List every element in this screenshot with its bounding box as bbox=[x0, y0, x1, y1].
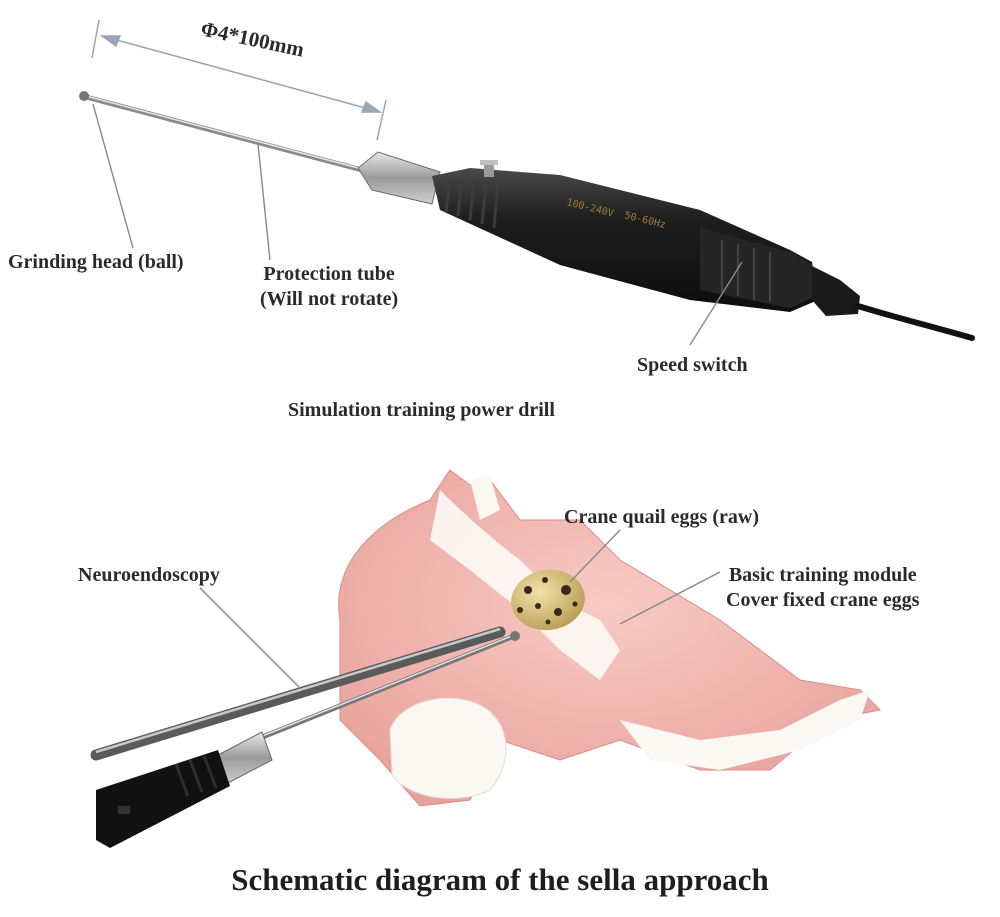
collet-nose bbox=[357, 151, 441, 205]
protection-tube-label: Protection tube (Will not rotate) bbox=[260, 262, 398, 312]
drill-leader-lines bbox=[92, 103, 743, 346]
dimension-arrow bbox=[91, 19, 387, 141]
quail-egg bbox=[511, 569, 585, 631]
grinding-ball bbox=[79, 91, 89, 101]
training-module-line2: Cover fixed crane eggs bbox=[726, 589, 920, 611]
protection-tube-rod bbox=[83, 94, 365, 173]
sella-model bbox=[90, 469, 882, 848]
neuroendoscope-rod bbox=[90, 626, 506, 761]
model-white-ridge-left bbox=[470, 476, 500, 520]
quail-eggs-label: Crane quail eggs (raw) bbox=[564, 506, 759, 528]
neuroendoscopy-label: Neuroendoscopy bbox=[78, 564, 220, 586]
speed-switch-label: Speed switch bbox=[637, 354, 748, 376]
diagram-title: Schematic diagram of the sella approach bbox=[231, 862, 769, 897]
training-module-label: Basic training module Cover fixed crane … bbox=[726, 563, 919, 613]
model-white-ridge-right bbox=[620, 690, 870, 770]
drill-in-model bbox=[96, 631, 520, 848]
training-module-line1: Basic training module bbox=[728, 564, 917, 586]
power-drill: 100-240V 50-60Hz bbox=[79, 19, 975, 346]
protection-tube-line2: (Will not rotate) bbox=[260, 288, 399, 310]
grinding-head-label: Grinding head (ball) bbox=[8, 251, 184, 273]
model-white-lower bbox=[389, 697, 507, 799]
model-leader-lines bbox=[199, 529, 721, 689]
protection-tube-line1: Protection tube bbox=[263, 263, 395, 285]
drill-body bbox=[432, 160, 975, 341]
drill-caption: Simulation training power drill bbox=[288, 399, 555, 421]
